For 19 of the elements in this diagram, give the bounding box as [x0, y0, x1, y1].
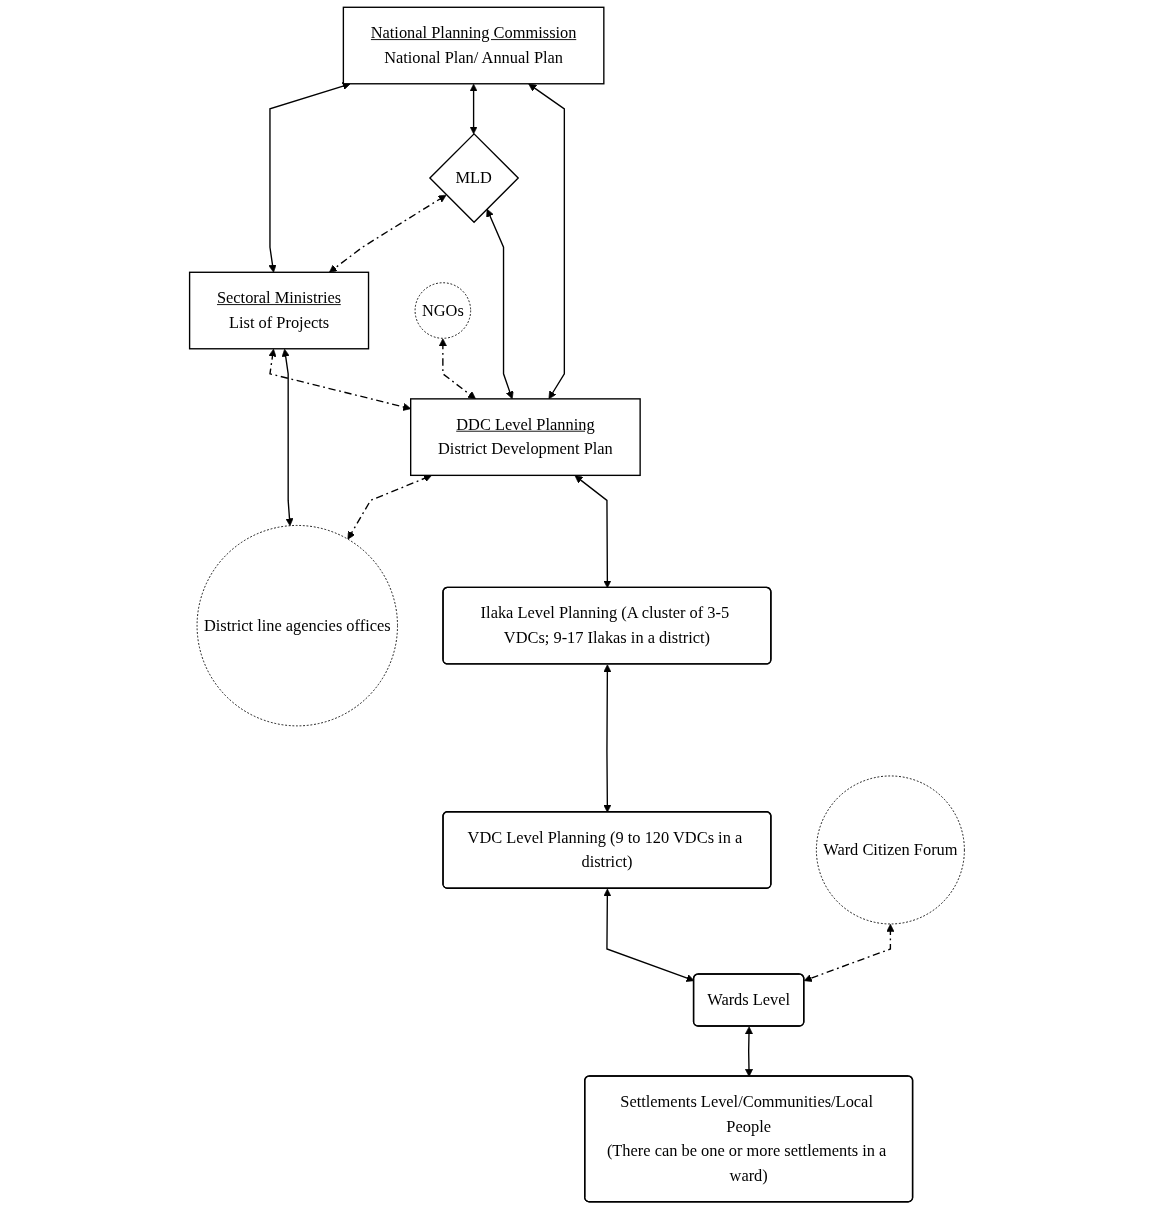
- arrow: [603, 664, 612, 813]
- node-diamond: MLD: [428, 132, 520, 224]
- arrow: [803, 923, 895, 982]
- arrow: [486, 208, 514, 400]
- arrow: [347, 474, 432, 540]
- arrow: [281, 348, 294, 527]
- node-box: National Planning Commission National Plan/ Annual Plan: [342, 6, 605, 85]
- arrow: [574, 475, 612, 589]
- node-circle: NGOs: [414, 282, 472, 339]
- arrow: [745, 1026, 753, 1077]
- arrow: [438, 338, 476, 400]
- node-circle: District line agencies offices: [196, 525, 398, 727]
- node-circle: Ward Citizen Forum: [815, 775, 965, 925]
- node-box: DDC Level Planning District Development Plan: [410, 398, 641, 477]
- arrow: [469, 83, 478, 135]
- arrow: [528, 83, 566, 400]
- arrow: [329, 194, 447, 273]
- arrow: [268, 82, 351, 273]
- node-box: Sectoral Ministries List of Projects: [188, 271, 370, 350]
